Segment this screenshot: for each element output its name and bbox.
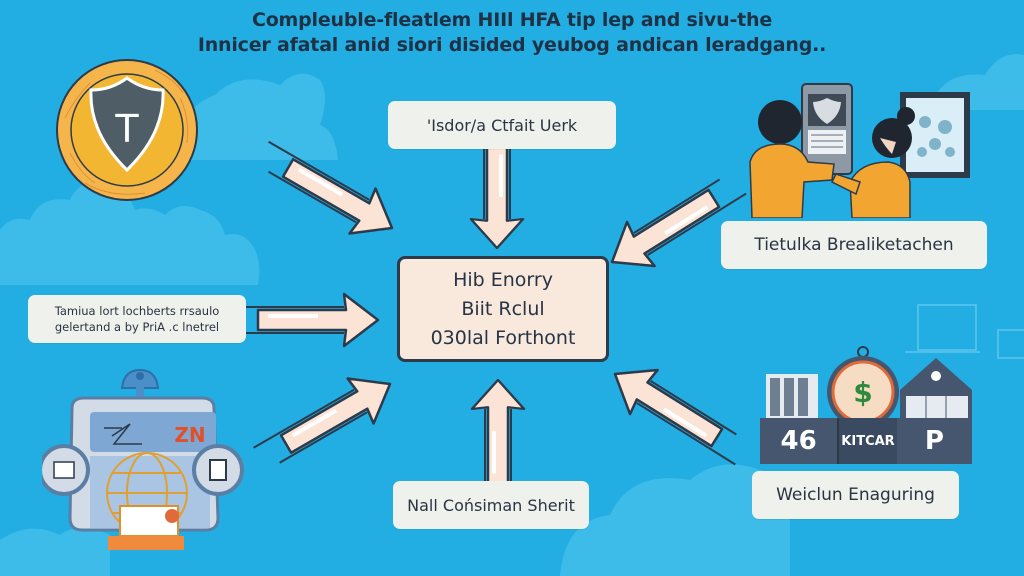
stat-letter: P xyxy=(896,418,972,464)
node-bottom-label: Nall Cońsiman Sherit xyxy=(393,481,589,529)
title-line-2: Innicer afatal anid siori disided yeubog… xyxy=(197,34,827,56)
faint-screen-outlines xyxy=(905,304,1024,359)
wall-art-pattern xyxy=(917,116,955,157)
stat-label: KITCAR xyxy=(839,418,897,464)
node-left-text-1: Tamiua lort lochberts rrsaulo xyxy=(54,304,220,318)
shield-coin-icon: T xyxy=(56,59,198,201)
node-right-label: Tietulka Brealiketachen xyxy=(721,221,987,269)
cloud-top-left xyxy=(170,73,338,160)
cloud-bottom xyxy=(0,464,790,576)
arrow-left xyxy=(226,292,380,348)
stats-bar: 46 KITCAR P xyxy=(760,418,972,464)
buildings-clock-illustration: $ xyxy=(766,346,972,420)
node-bottom-text: Nall Cońsiman Sherit xyxy=(407,495,575,515)
cloud-left xyxy=(0,182,260,285)
node-top-text: 'Isdor/a Ctfait Uerk xyxy=(426,115,578,135)
title-line-1: Compleuble-fleatlem HIIl HFA tip lep and… xyxy=(251,9,773,31)
diagram-title: Compleuble-fleatlem HIIl HFA tip lep and… xyxy=(0,8,1024,58)
central-node: Hib Enorry Biit Rclul 030lal Forthont xyxy=(397,256,609,362)
central-line-3: 030lal Forthont xyxy=(430,326,576,349)
shield-letter: T xyxy=(114,107,139,151)
people-at-kiosk-illustration xyxy=(749,83,970,218)
node-right-text: Tietulka Brealiketachen xyxy=(754,235,954,255)
machine-globe-illustration: ZN xyxy=(42,368,244,550)
machine-tag: ZN xyxy=(174,423,205,447)
arrow-bottom-left xyxy=(245,359,405,484)
node-left-label: Tamiua lort lochberts rrsaulo gelertand … xyxy=(28,295,246,343)
arrow-top-left xyxy=(247,128,407,253)
node-left-text-2: gelertand a by PriA .c lnetrel xyxy=(54,320,220,334)
node-bottom-right-text: Weiclun Enaguring xyxy=(776,485,935,505)
central-line-2: Biit Rclul xyxy=(461,297,545,320)
dollar-symbol: $ xyxy=(853,376,872,409)
arrow-bottom-right xyxy=(599,349,758,478)
stat-number: 46 xyxy=(760,418,840,464)
central-line-1: Hib Enorry xyxy=(453,268,553,291)
node-bottom-right-label: Weiclun Enaguring xyxy=(752,471,959,519)
node-top-label: 'Isdor/a Ctfait Uerk xyxy=(388,101,616,149)
